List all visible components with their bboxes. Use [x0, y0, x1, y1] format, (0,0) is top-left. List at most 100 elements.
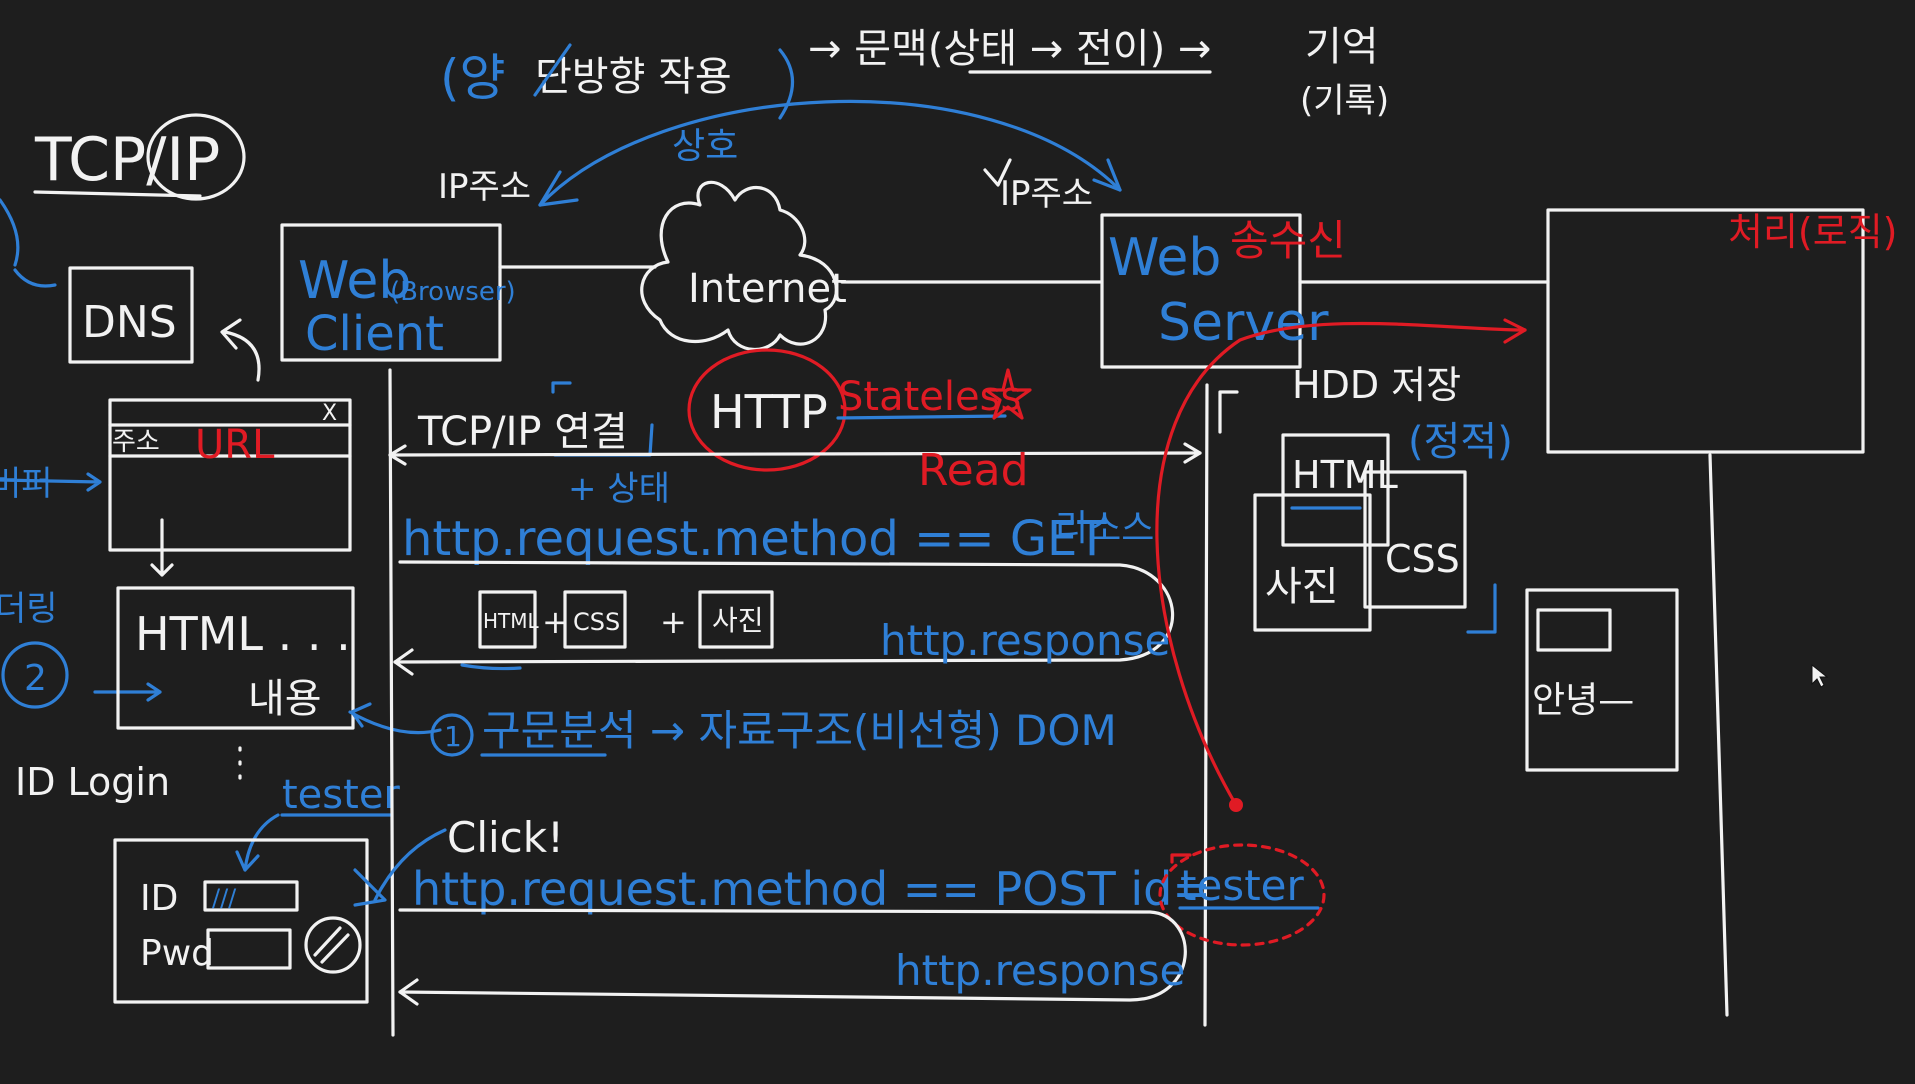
ip-address-right: IP주소 — [1000, 174, 1093, 214]
dom-arrow — [348, 702, 442, 735]
browser-address-label: 주소 — [112, 427, 160, 457]
read-text: Read — [918, 445, 1029, 496]
mouse-cursor — [1811, 663, 1829, 688]
tcp-arrow-right — [1183, 442, 1202, 464]
login-id-label: ID — [140, 878, 178, 919]
interaction-arc — [538, 99, 1122, 207]
paren-close — [778, 48, 794, 120]
hdd-file-css-text: CSS — [1385, 537, 1460, 581]
hdd-file-css — [1363, 470, 1467, 609]
hdd-text: HDD 저장 — [1292, 363, 1461, 407]
login-id-field[interactable] — [203, 880, 299, 912]
tester-arrow — [235, 813, 280, 872]
web-client-box — [280, 223, 502, 362]
id-login-text: ID Login — [15, 760, 170, 804]
hdd-file-html — [1281, 433, 1390, 547]
photo-mini-box — [698, 590, 774, 649]
process-box — [1546, 208, 1865, 454]
web-server-box — [1100, 213, 1302, 369]
login-form — [113, 838, 369, 1004]
tcpip-underline — [33, 190, 202, 198]
strike-through — [533, 43, 572, 97]
girok-text: (기록) — [1300, 81, 1389, 121]
web-client-text-1: Web — [298, 251, 411, 311]
browser-window — [108, 398, 352, 552]
ip-address-left: IP주소 — [438, 167, 531, 207]
tester-label: tester — [282, 772, 400, 818]
hdd-bracket-top — [1218, 390, 1239, 434]
click-arrow — [373, 828, 447, 902]
sangho-text: 상호 — [672, 126, 738, 167]
login-submit-button[interactable] — [304, 916, 362, 974]
arc-arrowhead-right — [1092, 158, 1122, 192]
browser-url-label: URL — [195, 422, 275, 468]
arc-arrowhead-left — [538, 170, 579, 207]
html-content-text-1: HTML . . . — [135, 607, 351, 661]
rendering-arrow — [93, 682, 162, 702]
plus-2: + — [660, 603, 687, 641]
internet-text: Internet — [688, 266, 847, 312]
note-card-text: 안녕— — [1532, 680, 1634, 721]
process-text: 처리(로직) — [1728, 210, 1898, 254]
left-buffer-text: 버퍼 — [0, 464, 53, 504]
circle-one-text: 1 — [444, 720, 462, 753]
response-squiggle — [460, 663, 522, 671]
danbanghyang-text: 단방향 작용 — [535, 54, 732, 100]
photo-mini-text: 사진 — [712, 604, 764, 637]
get-response-arrowhead — [393, 648, 414, 676]
tcp-connect-text: TCP/IP 연결 — [417, 409, 628, 455]
hdd-file-photo — [1253, 493, 1372, 632]
receive-text: 송수신 — [1230, 216, 1346, 265]
gieok-text: 기억 — [1305, 24, 1379, 70]
css-mini-text: CSS — [573, 608, 620, 636]
ip-check — [983, 158, 1012, 187]
post-value-quote — [1170, 853, 1192, 864]
yang-text: (양 — [440, 49, 506, 107]
stateless-text: Stateless — [838, 374, 1021, 420]
login-pwd-field[interactable] — [206, 928, 292, 970]
web-server-text-1: Web — [1108, 228, 1221, 288]
http-text: HTTP — [710, 385, 828, 439]
html-content-text-2: 내용 — [248, 676, 322, 722]
tcp-arrow-left — [388, 444, 407, 466]
submit-hatch — [313, 926, 350, 964]
left-rendering-text: 더링 — [0, 589, 58, 629]
submit-arrow — [353, 868, 387, 907]
circle-one — [430, 713, 474, 757]
post-value-text: tester — [1180, 861, 1304, 910]
browser-down-arrow — [150, 518, 174, 577]
post-value-circle — [1158, 843, 1326, 947]
parse-text: 구문분석 → 자료구조(비선형) DOM — [482, 706, 1117, 755]
css-mini-box — [563, 590, 627, 649]
red-flow-curve — [1155, 321, 1527, 807]
get-request-text: http.request.method == GET — [402, 511, 1107, 567]
arrow-munmaek-text: → 문맥(상태 → 전이) → — [808, 26, 1211, 72]
ip-circle — [146, 113, 246, 201]
note-card-box — [1536, 608, 1612, 652]
web-client-text-2: Client — [305, 306, 444, 362]
browser-address-divider — [108, 423, 352, 458]
red-flow-arrowhead — [1503, 318, 1527, 344]
process-lifeline — [1708, 453, 1729, 1017]
static-text: (정적) — [1408, 419, 1513, 465]
web-client-paren: (Browser) — [390, 277, 516, 307]
html-content-window — [116, 586, 355, 730]
web-server-text-2: Server — [1158, 293, 1329, 353]
hdd-bracket-bottom — [1466, 583, 1497, 634]
post-request-text: http.request.method == POST id= — [412, 862, 1211, 916]
circle-two — [1, 641, 69, 709]
html-mini-box — [478, 590, 537, 649]
resource-text: 리소스 — [1055, 508, 1154, 549]
get-request-arrow — [393, 560, 1175, 664]
login-id-value: /// — [212, 884, 237, 912]
plus-state-text: + 상태 — [568, 469, 670, 509]
stateless-star — [984, 368, 1032, 420]
client-lifeline — [388, 368, 395, 1037]
tcp-connect-line — [388, 451, 1202, 457]
left-edge-arrow — [0, 472, 102, 492]
click-text: Click! — [447, 813, 564, 862]
http-circle — [687, 348, 847, 472]
note-card — [1525, 588, 1679, 772]
left-edge-arc — [0, 198, 57, 288]
